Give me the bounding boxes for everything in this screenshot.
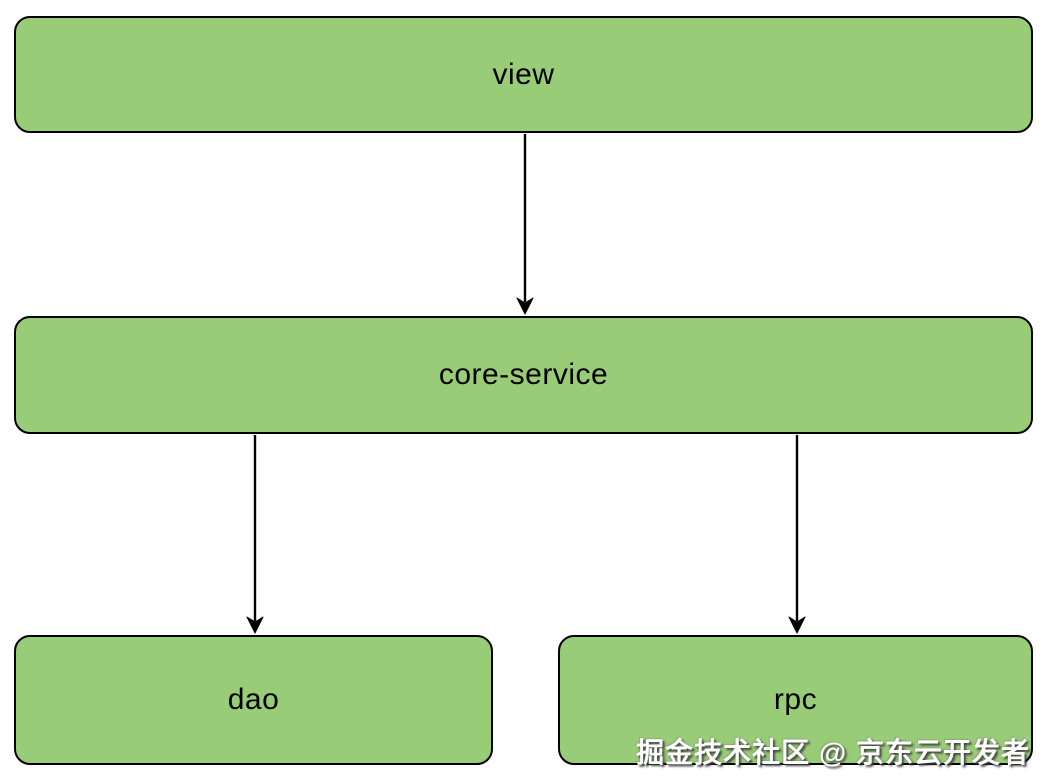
node-dao-label: dao	[227, 683, 280, 716]
node-view: view	[14, 16, 1033, 133]
node-rpc-label: rpc	[773, 683, 818, 716]
node-view-label: view	[492, 57, 555, 91]
node-core-service-label: core-service	[438, 358, 609, 391]
edge-core-service-to-dao	[246, 435, 264, 634]
node-rpc: rpc	[558, 635, 1033, 765]
node-dao: dao	[14, 635, 493, 765]
node-core-service: core-service	[14, 316, 1033, 434]
watermark: 掘金技术社区 @ 京东云开发者	[636, 737, 1030, 768]
edge-core-service-to-rpc	[788, 435, 806, 634]
edge-view-to-core-service	[516, 134, 534, 315]
